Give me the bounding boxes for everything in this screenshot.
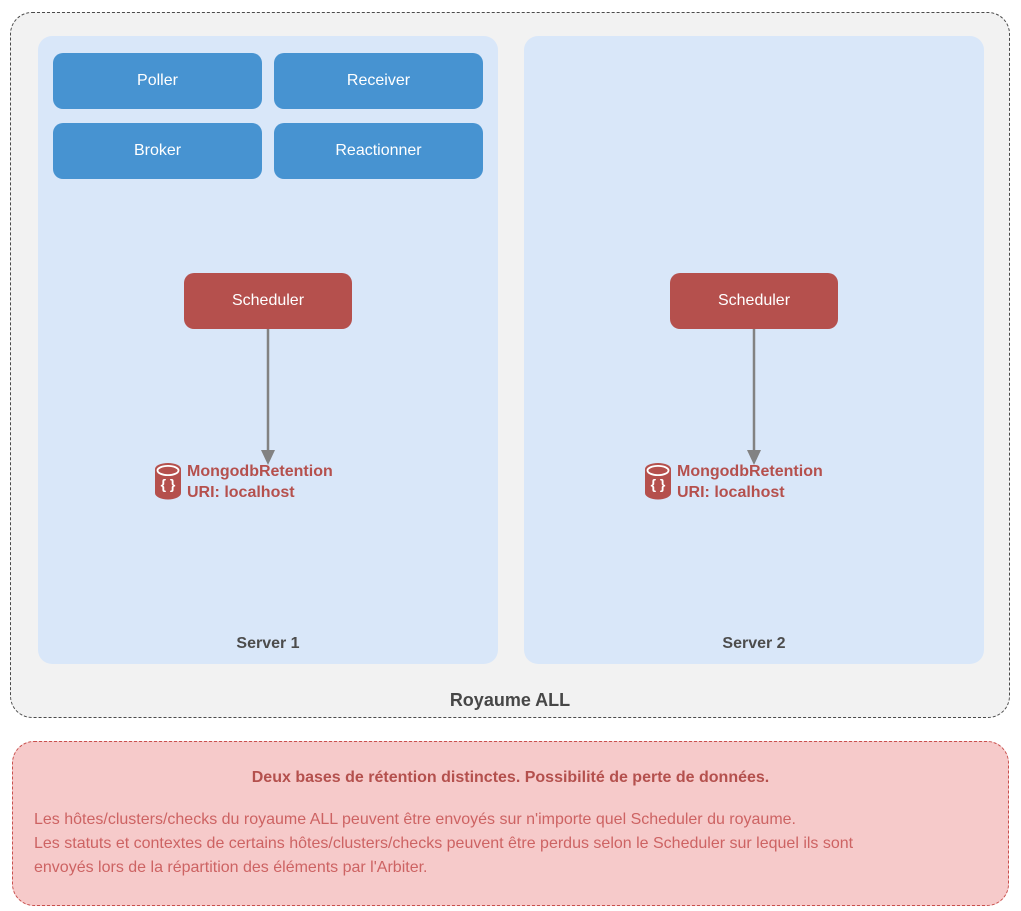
warning-line: Les hôtes/clusters/checks du royaume ALL…	[34, 811, 796, 828]
retention-block: { } MongodbRetention URI: localhost	[154, 461, 333, 503]
warning-title: Deux bases de rétention distinctes. Poss…	[251, 769, 770, 786]
warning-body: Les hôtes/clusters/checks du royaume ALL…	[34, 808, 990, 880]
retention-uri: URI: localhost	[187, 484, 295, 501]
retention-name: MongodbRetention	[677, 463, 823, 480]
warning-line: Les statuts et contextes de certains hôt…	[34, 835, 854, 852]
warning-line: envoyés lors de la répartition des éléme…	[34, 859, 428, 876]
scheduler-node: Scheduler	[184, 273, 352, 329]
server-1-label: Server 1	[236, 635, 300, 652]
daemon-reactionner: Reactionner	[274, 123, 483, 179]
scheduler-to-retention-arrow	[747, 329, 761, 465]
server-2-panel: Scheduler { } MongodbRetention URI: loca…	[524, 36, 984, 664]
warning-box: Deux bases de rétention distinctes. Poss…	[12, 741, 1009, 906]
mongodb-database-icon: { }	[645, 463, 671, 500]
svg-text:{ }: { }	[161, 476, 176, 492]
retention-block: { } MongodbRetention URI: localhost	[644, 461, 823, 503]
daemon-broker: Broker	[53, 123, 262, 179]
server-2-label: Server 2	[722, 635, 786, 652]
svg-text:{ }: { }	[651, 476, 666, 492]
scheduler-to-retention-arrow	[261, 329, 275, 465]
retention-name: MongodbRetention	[187, 463, 333, 480]
retention-text: MongodbRetention URI: localhost	[187, 461, 333, 503]
retention-uri: URI: localhost	[677, 484, 785, 501]
realm-label: Royaume ALL	[449, 690, 571, 710]
scheduler-node: Scheduler	[670, 273, 838, 329]
realm-royaume-all: Poller Receiver Broker Reactionner Sched…	[10, 12, 1010, 718]
daemon-poller: Poller	[53, 53, 262, 109]
retention-text: MongodbRetention URI: localhost	[677, 461, 823, 503]
mongodb-database-icon: { }	[155, 463, 181, 500]
server-1-panel: Poller Receiver Broker Reactionner Sched…	[38, 36, 498, 664]
daemon-grid: Poller Receiver Broker Reactionner	[53, 53, 483, 179]
daemon-receiver: Receiver	[274, 53, 483, 109]
